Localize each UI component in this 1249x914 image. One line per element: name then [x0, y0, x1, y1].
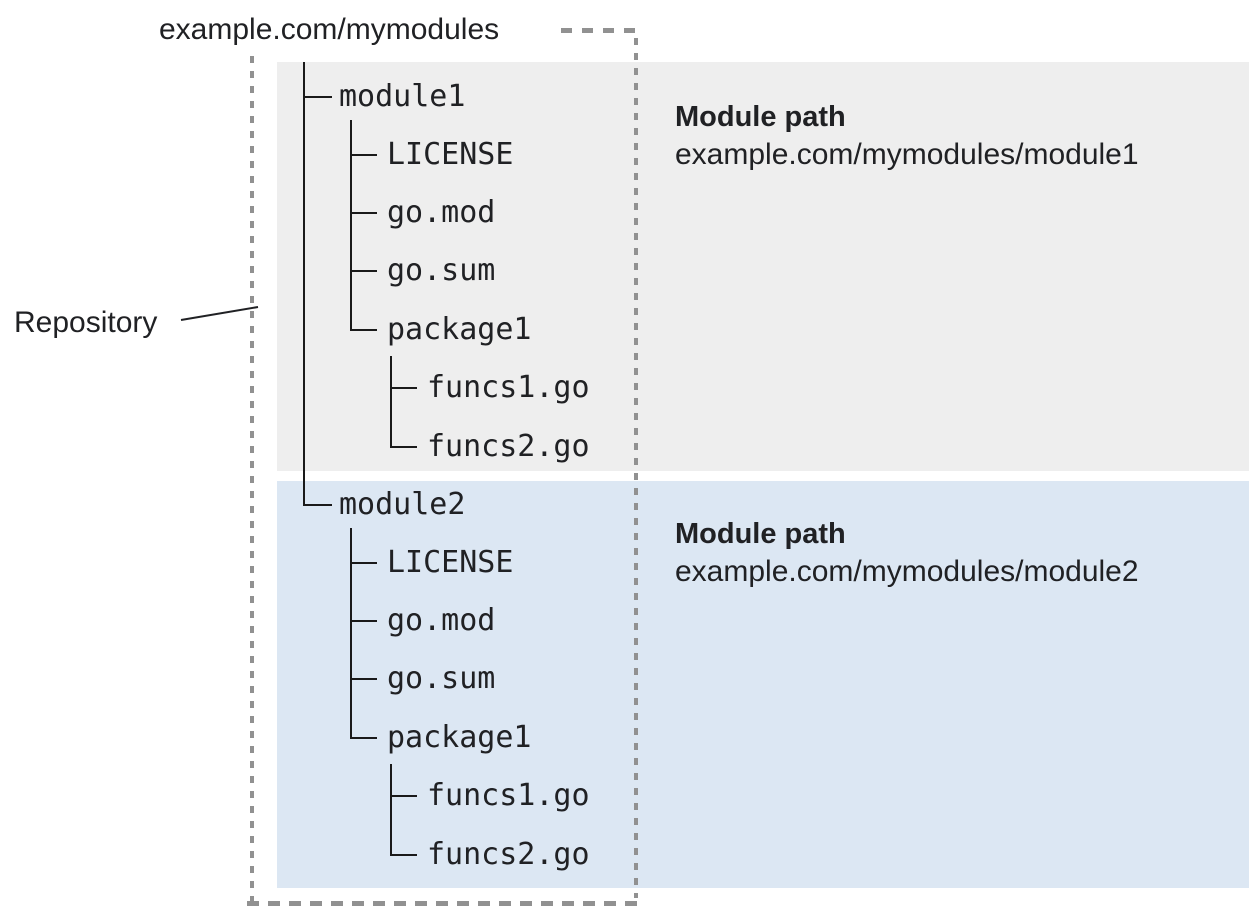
- tree-node-module1: module1: [339, 79, 466, 114]
- module2-branch-gomod: [350, 620, 377, 622]
- tree-node-funcs1: funcs1.go: [427, 778, 590, 813]
- module1-panel-background: [277, 62, 1249, 471]
- module2-branch-gosum: [350, 678, 377, 680]
- module2-children-line: [350, 528, 352, 739]
- module2-branch-funcs1: [390, 795, 417, 797]
- tree-node-gosum: go.sum: [387, 253, 496, 288]
- tree-branch-module2: [303, 504, 332, 506]
- module1-branch-license: [350, 154, 377, 156]
- module1-children-line: [350, 120, 352, 331]
- tree-node-gosum: go.sum: [387, 661, 496, 696]
- module1-path-value: example.com/mymodules/module1: [675, 138, 1139, 171]
- repository-border-left: [250, 56, 254, 906]
- module1-path-heading: Module path: [675, 101, 846, 133]
- module2-path-value: example.com/mymodules/module2: [675, 555, 1139, 588]
- module2-path-heading: Module path: [675, 518, 846, 550]
- module1-branch-package1: [350, 329, 377, 331]
- module1-path-annotation: Module path example.com/mymodules/module…: [675, 99, 1139, 173]
- module2-branch-funcs2: [390, 854, 417, 856]
- tree-node-funcs2: funcs2.go: [427, 837, 590, 872]
- module1-package1-children-line: [390, 356, 392, 448]
- title-dashed-connector: [561, 28, 643, 33]
- tree-node-package1: package1: [387, 720, 532, 755]
- repository-border-right: [634, 38, 638, 898]
- module2-path-annotation: Module path example.com/mymodules/module…: [675, 516, 1139, 590]
- tree-node-funcs1: funcs1.go: [427, 370, 590, 405]
- tree-node-gomod: go.mod: [387, 603, 496, 638]
- repository-url-title: example.com/mymodules: [159, 13, 500, 46]
- module1-branch-gomod: [350, 212, 377, 214]
- module1-branch-funcs1: [390, 387, 417, 389]
- module2-branch-license: [350, 562, 377, 564]
- tree-node-module2: module2: [339, 487, 466, 522]
- tree-node-license: LICENSE: [387, 137, 514, 172]
- module2-panel-background: [277, 481, 1249, 888]
- tree-node-gomod: go.mod: [387, 195, 496, 230]
- tree-node-package1: package1: [387, 312, 532, 347]
- repository-label: Repository: [14, 306, 158, 339]
- tree-trunk-line: [303, 62, 305, 506]
- module2-branch-package1: [350, 737, 377, 739]
- repository-border-bottom: [247, 901, 640, 906]
- module1-branch-funcs2: [390, 446, 417, 448]
- tree-node-funcs2: funcs2.go: [427, 429, 590, 464]
- tree-node-license: LICENSE: [387, 545, 514, 580]
- module2-package1-children-line: [390, 764, 392, 856]
- module1-branch-gosum: [350, 270, 377, 272]
- repository-pointer-line: [180, 306, 259, 321]
- tree-branch-module1: [303, 96, 332, 98]
